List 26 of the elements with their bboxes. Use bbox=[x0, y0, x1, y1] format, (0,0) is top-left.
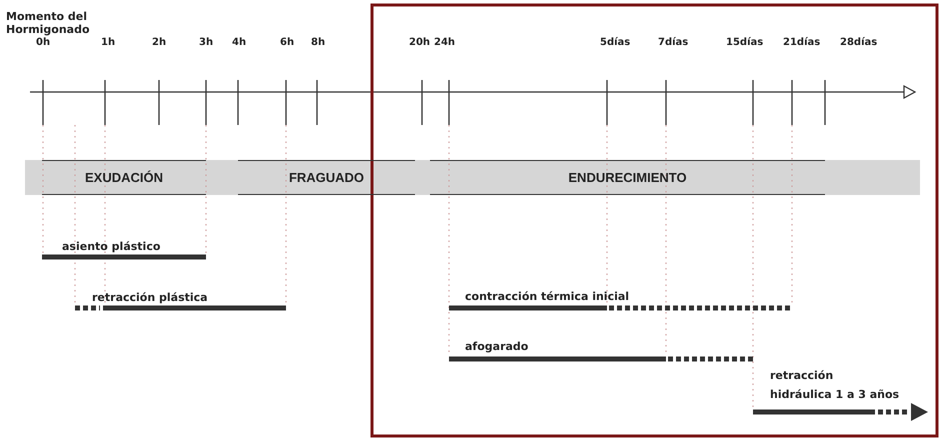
tick-label: 0h bbox=[36, 36, 50, 49]
phase-name: FRAGUADO bbox=[288, 170, 364, 185]
tick-label: 5días bbox=[600, 36, 630, 49]
tick-label: 8h bbox=[311, 36, 326, 49]
phase-band bbox=[238, 160, 415, 195]
tick-label: 28días bbox=[840, 36, 878, 49]
duration-label: afogarado bbox=[465, 340, 528, 353]
tick-label: 6h bbox=[280, 36, 294, 49]
tick-label: 4h bbox=[232, 36, 246, 49]
axis-title: Momento del Hormigonado bbox=[6, 10, 91, 36]
tick-label: 3h bbox=[199, 36, 214, 49]
tick-label: 1h bbox=[101, 36, 116, 49]
phase-band bbox=[430, 160, 825, 195]
phase-band bbox=[42, 160, 206, 195]
tick-label: 7días bbox=[658, 36, 688, 49]
tick-label: 20h bbox=[409, 36, 430, 49]
tick-label: 15días bbox=[726, 36, 764, 49]
duration-label: retracción plástica bbox=[92, 291, 208, 304]
tick-label: 2h bbox=[152, 36, 166, 49]
duration-label: asiento plástico bbox=[62, 240, 160, 253]
tick-label: 24h bbox=[434, 36, 456, 49]
phase-name: ENDURECIMIENTO bbox=[568, 170, 687, 185]
tick-label: 21días bbox=[783, 36, 820, 49]
duration-label: contracción térmica inicial bbox=[465, 290, 630, 303]
phase-name: EXUDACIÓN bbox=[84, 170, 163, 185]
duration-label: retracción hidráulica 1 a 3 años bbox=[770, 368, 900, 403]
